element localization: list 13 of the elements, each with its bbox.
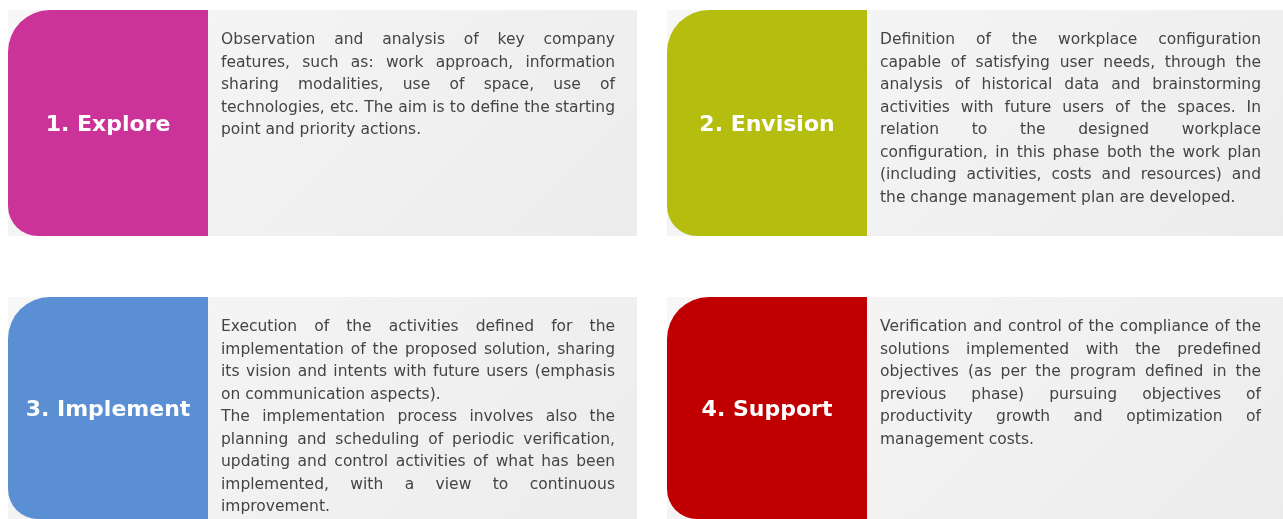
description-text: Definition of the workplace configuration capable of satisfying user needs, through the analysis of historical data and brainstorming activities with future users of the spaces. In relation to the designed workplace configuration, in this phase both the work plan (including activities, costs and resources) and the change management plan are developed. [880,29,1261,208]
phase-card [667,297,1283,519]
phase-card [8,297,637,519]
phase-heading-tab: 4. Support [667,297,867,519]
phase-card [667,10,1283,236]
description-text: The implementation process involves also the planning and scheduling of periodic verification, updating and control activities of what has been implemented, with a view to continuous improvement. [221,406,615,517]
phase-heading-tab: 3. Implement [8,297,208,519]
phase-heading-tab: 1. Explore [8,10,208,236]
description-text: Execution of the activities defined for the implementation of the proposed solution, sharing its vision and intents with future users (emphasis on communication aspects). [221,316,615,405]
phase-heading-tab: 2. Envision [667,10,867,236]
phase-card [8,10,637,236]
description-text: Verification and control of the compliance of the solutions implemented with the predefined objectives (as per the program defined in the previous phase) pursuing objectives of productivity growth and optimization of management costs. [880,316,1261,450]
description-text: Observation and analysis of key company features, such as: work approach, information sharing modalities, use of space, use of technologies, etc. The aim is to define the starting point and priority actions. [221,29,615,140]
